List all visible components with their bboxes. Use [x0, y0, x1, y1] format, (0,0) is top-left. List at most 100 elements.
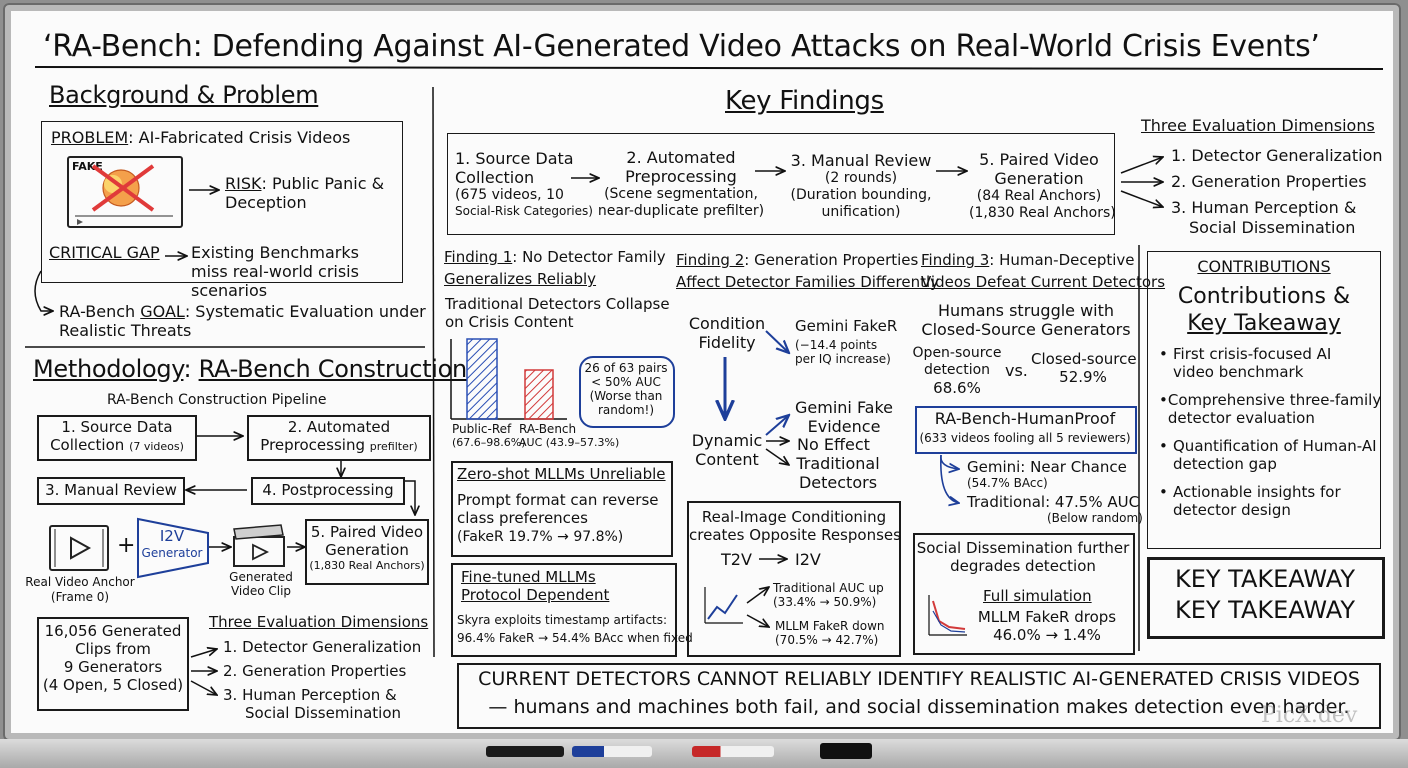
- method-step1-box: [37, 415, 197, 461]
- method-dim3b: Social Dissemination: [245, 704, 402, 722]
- generated-sub: Video Clip: [230, 584, 292, 598]
- humanproof-box: [915, 406, 1137, 454]
- humanproof-traditional-1: Traditional: 47.5% AUC: [967, 493, 1140, 511]
- zero-shot-line1: Prompt format can reverse: [457, 491, 659, 509]
- mllm-faker-down: MLLM FakeR down (70.5% → 42.7%): [775, 619, 884, 647]
- problem-text: : AI-Fabricated Crisis Videos: [128, 128, 351, 147]
- method-step5-note: (1,830 Real Anchors): [309, 559, 425, 572]
- method-step1-title-b: Collection: [50, 436, 125, 454]
- goal-label: GOAL: [140, 302, 185, 321]
- finding1-note-4: random!): [597, 403, 655, 417]
- gap-label: CRITICAL GAP: [49, 243, 160, 262]
- method-step2: 2. Automated Preprocessing prefilter): [249, 418, 429, 454]
- plus-sign: +: [117, 533, 136, 558]
- clips-line4: (4 Open, 5 Closed): [42, 676, 184, 694]
- goal-prefix: RA-Bench: [59, 302, 141, 321]
- humanproof-traditional-2: (Below random): [1047, 511, 1143, 525]
- finding2-title-b: Affect Detector Families Differently: [676, 273, 939, 291]
- conclusion-line2: — humans and machines both fail, and soc…: [488, 696, 1350, 718]
- whiteboard: ‘RA-Bench: Defending Against AI-Generate…: [11, 11, 1393, 733]
- contribution-3b: detection gap: [1173, 455, 1277, 473]
- pipe5: 5. Paired Video Generation (84 Real Anch…: [969, 150, 1116, 222]
- pipe3-note2: (Duration bounding,: [790, 187, 932, 203]
- finding3-sub-2: Closed-Source Generators: [921, 320, 1131, 339]
- humanproof-title: RA-Bench-HumanProof: [934, 409, 1116, 428]
- finding2-title: Finding 2: Generation Properties: [676, 251, 918, 269]
- dynamic-content-1: Dynamic: [691, 431, 763, 450]
- pipe2-note1: (Scene segmentation,: [604, 186, 758, 202]
- pipe1-note2: Social-Risk Categories): [455, 204, 593, 218]
- pipe2: 2. Automated Preprocessing (Scene segmen…: [593, 148, 769, 220]
- gemini-evidence-2: Evidence: [807, 417, 881, 436]
- method-step1: 1. Source Data Collection (7 videos): [39, 418, 195, 454]
- marker-tray: [0, 739, 1408, 768]
- dynamic-content: Dynamic Content: [683, 431, 771, 469]
- fine-tuned-text2: 96.4% FakeR → 54.4% BAcc when fixed: [457, 631, 693, 645]
- pipe5-note1: (84 Real Anchors): [976, 188, 1102, 204]
- eraser[interactable]: [820, 743, 872, 759]
- traditional-auc-up: Traditional AUC up (33.4% → 50.9%): [773, 581, 884, 609]
- condition-fidelity-1: Condition: [688, 314, 766, 333]
- finding1-note-3: (Worse than: [589, 389, 663, 403]
- traditional-detectors-1: Traditional: [796, 454, 880, 473]
- finding2-title-a: : Generation Properties: [744, 251, 919, 269]
- method-step1-line2: Collection (7 videos): [39, 436, 195, 454]
- key-findings-heading: Key Findings: [725, 86, 884, 116]
- problem-label: PROBLEM: [51, 128, 129, 147]
- open-source-detection: detection: [923, 362, 991, 378]
- findings-pipeline-box: [447, 133, 1115, 235]
- method-step3: 3. Manual Review: [45, 481, 177, 499]
- key-takeaway-2: KEY TAKEAWAY: [1174, 596, 1356, 624]
- contribution-1a: First crisis-focused AI: [1173, 345, 1332, 363]
- traditional-auc-up-2: (33.4% → 50.9%): [773, 595, 877, 609]
- sd-text-2: 46.0% → 1.4%: [993, 626, 1101, 644]
- methodology-heading-a: Methodology: [33, 355, 184, 383]
- zero-shot-box: [451, 461, 673, 557]
- social-dissemination-title: Social Dissemination further degrades de…: [914, 539, 1132, 575]
- real-image-title-1: Real-Image Conditioning: [701, 508, 887, 526]
- contributions-heading-b: Key Takeaway: [1187, 311, 1341, 336]
- open-source-stat: Open-source detection 68.6%: [911, 345, 1003, 397]
- gemini-evidence: Gemini Fake Evidence: [795, 398, 893, 436]
- full-simulation: Full simulation: [983, 587, 1092, 605]
- finding1-note: 26 of 63 pairs < 50% AUC (Worse than ran…: [577, 361, 675, 417]
- bar-ra-bench: [524, 369, 554, 420]
- bar2-range: AUC (43.9–57.3%): [519, 436, 620, 449]
- black-marker[interactable]: [486, 746, 564, 757]
- contributions-heading: Contributions & Key Takeaway: [1148, 283, 1380, 337]
- closed-source-stat: Closed-source 52.9%: [1031, 350, 1137, 386]
- finding1-title-b: Generalizes Reliably: [444, 270, 597, 288]
- clips-line3: 9 Generators: [63, 658, 163, 676]
- method-dim1: 1. Detector Generalization: [223, 638, 422, 656]
- finding3-title-b: Videos Defeat Current Detectors: [921, 273, 1166, 291]
- method-step3-box: [37, 477, 185, 505]
- pipe3-note3: unification): [821, 204, 901, 220]
- problem-line: PROBLEM: AI-Fabricated Crisis Videos: [51, 128, 350, 147]
- social-dissemination-title-1: Social Dissemination further: [916, 539, 1130, 557]
- finding3-label: Finding 3: [921, 251, 990, 269]
- findings-dim1: 1. Detector Generalization: [1171, 146, 1383, 165]
- fine-tuned-title-a: Fine-tuned MLLMs: [461, 568, 596, 586]
- background-heading: Background & Problem: [49, 81, 319, 109]
- closed-source-label: Closed-source: [1031, 350, 1137, 368]
- finding1-title: Finding 1: No Detector Family: [444, 248, 666, 266]
- red-marker[interactable]: [692, 746, 774, 757]
- pipe2-title: 2. Automated: [626, 148, 736, 167]
- clips-line2: Clips from: [75, 640, 151, 658]
- zero-shot-title: Zero-shot MLLMs Unreliable: [457, 465, 666, 483]
- method-step1-note: (7 videos): [129, 440, 184, 453]
- zero-shot-text: Prompt format can reverse class preferen…: [457, 491, 667, 546]
- blue-marker[interactable]: [572, 746, 652, 757]
- no-effect: No Effect: [797, 435, 870, 454]
- explosion-icon: [75, 164, 173, 225]
- contributions-box: [1147, 251, 1381, 549]
- dynamic-content-2: Content: [695, 450, 759, 469]
- findings-dim3b: Social Dissemination: [1189, 218, 1356, 237]
- video-icon: [49, 525, 109, 571]
- anchor-sub: (Frame 0): [50, 590, 110, 604]
- method-dim3: 3. Human Perception &: [223, 686, 397, 704]
- pipe5-title-b: Generation: [994, 169, 1084, 188]
- finding3-sub: Humans struggle with Closed-Source Gener…: [921, 301, 1131, 339]
